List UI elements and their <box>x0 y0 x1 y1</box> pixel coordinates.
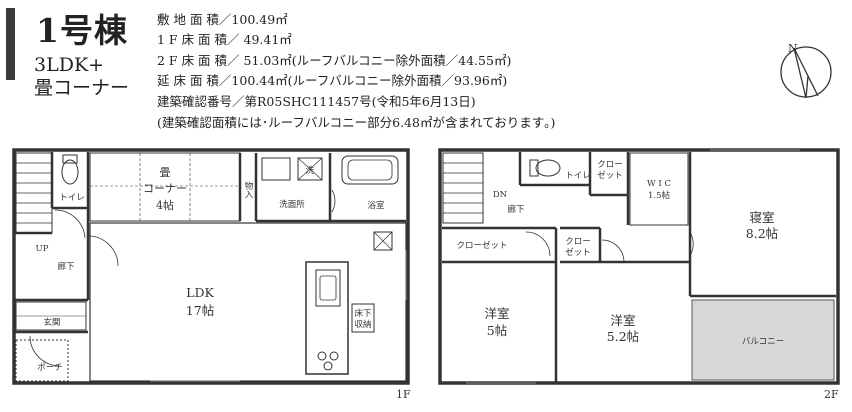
spec-1f-area: 1 F 床 面 積／ 49.41㎡ <box>157 32 292 47</box>
layout-type: 3LDK+ 畳コーナー <box>34 54 129 100</box>
spec-permit-number: 建築確認番号／第R05SHC111457号(令和5年6月13日) <box>157 94 476 109</box>
f1-floor-label: 1F <box>396 388 411 401</box>
f2-toilet-label: トイレ <box>565 171 591 181</box>
f1-tatami-size: 4帖 <box>156 199 174 212</box>
spec-total-area: 延 床 面 積／100.44㎡(ルーフバルコニー除外面積／93.96㎡) <box>157 73 508 88</box>
f2-closet-top-label-1: クロー <box>597 160 623 170</box>
f1-up-label: UP <box>36 244 49 254</box>
f2-western1-label: 洋室 <box>484 306 509 321</box>
f1-tatami-label: 畳 <box>160 166 171 179</box>
f1-floor-storage-label-2: 収納 <box>354 319 371 330</box>
f2-western2-size: 5.2帖 <box>607 329 639 344</box>
f1-ldk-label: LDK <box>186 285 214 300</box>
spec-permit-note: (建築確認面積には･ルーフバルコニー部分6.48㎡が含まれております｡) <box>157 115 556 130</box>
spec-2f-area: 2 F 床 面 積／ 51.03㎡(ルーフバルコニー除外面積／44.55㎡) <box>157 53 512 68</box>
f1-hall-label: 廊下 <box>57 261 75 272</box>
f1-ldk-size: 17帖 <box>186 303 214 318</box>
f2-wic-size: 1.5帖 <box>648 190 671 201</box>
f1-washer-label: 洗 <box>306 165 315 176</box>
building-title: 1号棟 <box>36 11 128 50</box>
f1-bath-label: 浴室 <box>367 200 385 211</box>
f2-balcony-label: バルコニー <box>742 337 784 347</box>
f2-closet-top-label-2: ゼット <box>597 170 623 181</box>
f1-entrance-label: 玄関 <box>43 317 60 328</box>
f2-closet-mid-label-1: クロー <box>565 237 591 247</box>
layout-type-line-1: 3LDK+ <box>34 54 105 76</box>
f1-porch-label: ポーチ <box>37 363 63 373</box>
f2-bedroom-size: 8.2帖 <box>746 226 778 241</box>
f2-western2-label: 洋室 <box>610 313 635 328</box>
f1-tatami-corner-label: コーナー <box>143 182 187 195</box>
f2-closet-left-label: クローゼット <box>456 240 507 251</box>
layout-type-line-2: 畳コーナー <box>34 77 130 99</box>
floor-2-plan <box>438 148 840 385</box>
f1-toilet-label: トイレ <box>59 193 85 203</box>
compass-icon: N <box>780 42 832 99</box>
f2-wic-label: W I C <box>647 179 671 189</box>
f1-storage-label: 物入 <box>243 181 253 199</box>
f2-closet-mid-label-2: ゼット <box>565 247 591 258</box>
floor-1-plan <box>12 148 410 385</box>
spec-site-area: 敷 地 面 積／100.49㎡ <box>157 12 288 27</box>
f2-western1-size: 5帖 <box>487 323 507 338</box>
title-accent-bar <box>6 8 15 80</box>
f2-hall-label: 廊下 <box>507 204 525 215</box>
f1-floor-storage-label-1: 床下 <box>354 308 372 319</box>
f2-bedroom-label: 寝室 <box>749 210 774 225</box>
f2-dn-label: DN <box>493 190 508 200</box>
f1-washroom-label: 洗面所 <box>279 199 305 210</box>
compass-north-label: N <box>788 42 798 55</box>
f2-floor-label: 2F <box>824 388 839 401</box>
